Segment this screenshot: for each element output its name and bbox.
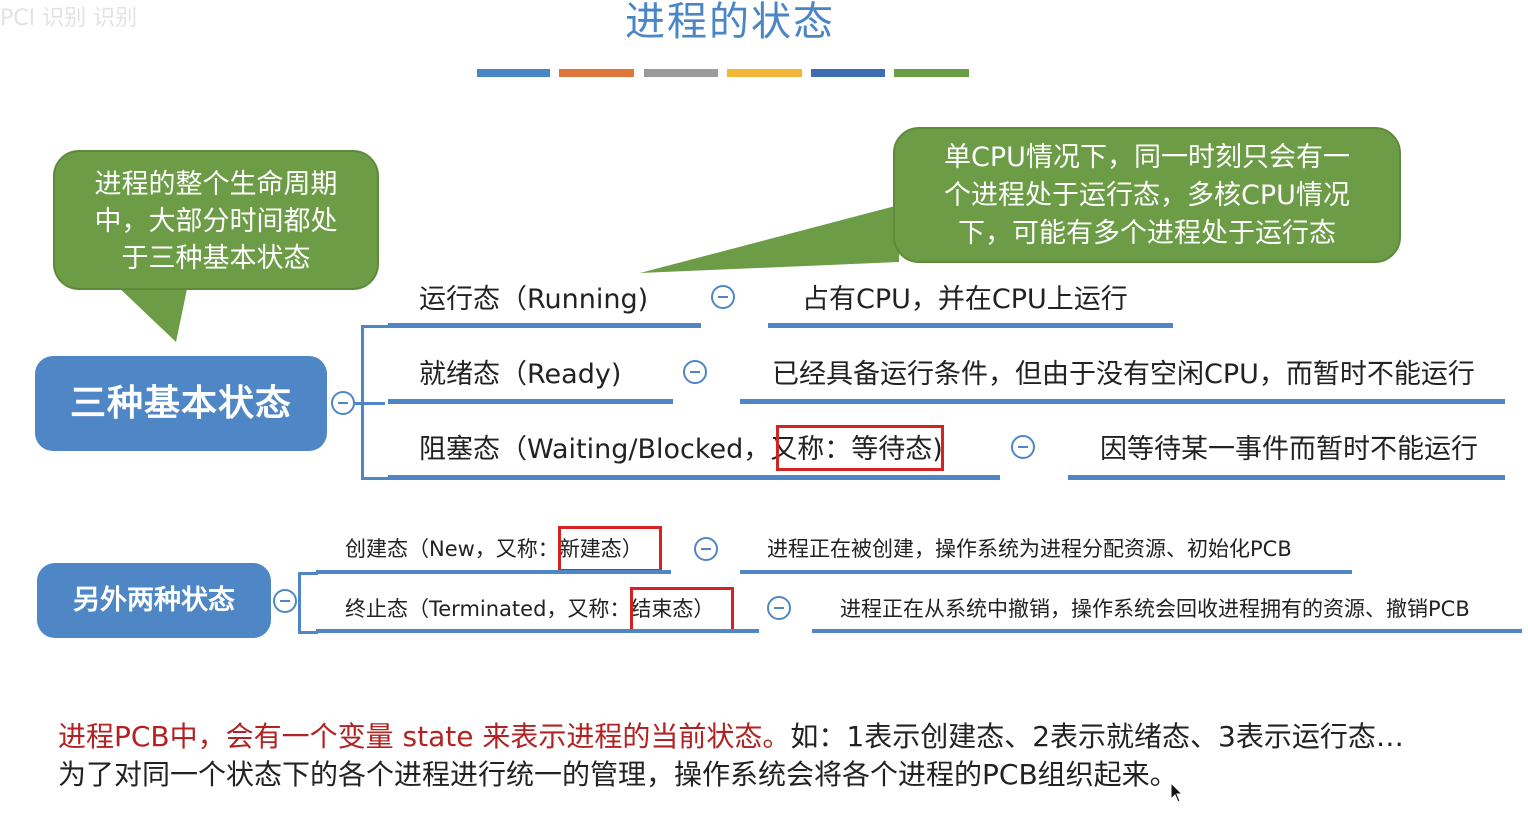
new-collapse-icon[interactable] bbox=[694, 537, 718, 561]
terminated-state-desc[interactable]: 进程正在从系统中撤销，操作系统会回收进程拥有的资源、撤销PCB bbox=[840, 597, 1470, 621]
waiting-alias-highlight-box bbox=[776, 425, 944, 471]
life-cycle-callout: 进程的整个生命周期 中，大部分时间都处 于三种基本状态 bbox=[53, 150, 379, 290]
running-state-desc[interactable]: 占有CPU，并在CPU上运行 bbox=[802, 284, 1128, 315]
new-alias-highlight-box bbox=[558, 526, 662, 572]
title-stripe-3 bbox=[644, 69, 718, 77]
pcb-state-note-example: 如：1表示创建态、2表示就绪态、3表示运行态… bbox=[790, 720, 1404, 753]
single-cpu-line-2: 个进程处于运行态，多核CPU情况 bbox=[944, 180, 1350, 211]
blocked-state-label[interactable]: 阻塞态（Waiting/Blocked，又称：等待态) bbox=[419, 433, 943, 467]
slide-title: 进程的状态 bbox=[625, 0, 835, 45]
title-stripe-6 bbox=[894, 69, 969, 77]
title-stripe-1 bbox=[477, 69, 550, 77]
ready-desc-underline bbox=[740, 399, 1505, 404]
title-stripe-4 bbox=[727, 69, 802, 77]
other-states-root[interactable]: 另外两种状态 bbox=[37, 563, 271, 638]
other-root-collapse-icon[interactable] bbox=[273, 589, 297, 613]
other-connector-branch-1 bbox=[298, 572, 318, 575]
pcb-state-note-highlight: 进程PCB中，会有一个变量 state 来表示进程的当前状态。 bbox=[58, 720, 791, 753]
basic-connector-branch-3 bbox=[361, 477, 391, 480]
single-cpu-pointer bbox=[640, 205, 899, 273]
running-state-label[interactable]: 运行态（Running) bbox=[419, 284, 649, 315]
single-cpu-line-3: 下，可能有多个进程处于运行态 bbox=[958, 218, 1336, 249]
ready-state-underline bbox=[388, 399, 673, 404]
single-cpu-callout: 单CPU情况下，同一时刻只会有一 个进程处于运行态，多核CPU情况 下，可能有多… bbox=[893, 127, 1401, 263]
blocked-label-alias: 又称：等待态 bbox=[770, 434, 933, 465]
other-connector-vertical bbox=[298, 572, 301, 634]
terminated-alias-highlight-box bbox=[630, 587, 734, 633]
life-cycle-line-3: 于三种基本状态 bbox=[121, 243, 311, 274]
life-cycle-pointer bbox=[115, 284, 188, 342]
new-label-main: 创建态（New，又称： bbox=[345, 537, 559, 561]
ready-state-desc[interactable]: 已经具备运行条件，但由于没有空闲CPU，而暂时不能运行 bbox=[772, 359, 1475, 390]
ready-collapse-icon[interactable] bbox=[683, 360, 707, 384]
watermark: PCI 识别 识别 bbox=[0, 6, 138, 28]
new-desc-underline bbox=[740, 570, 1352, 574]
life-cycle-line-1: 进程的整个生命周期 bbox=[94, 169, 338, 200]
basic-connector-vertical bbox=[361, 325, 364, 480]
mouse-cursor-icon bbox=[1170, 782, 1184, 803]
blocked-label-main: 阻塞态（Waiting/Blocked， bbox=[419, 434, 771, 465]
title-stripe-2 bbox=[559, 69, 634, 77]
blocked-state-underline bbox=[388, 475, 1000, 480]
terminated-desc-underline bbox=[812, 629, 1522, 633]
pcb-state-note-line-1: 进程PCB中，会有一个变量 state 来表示进程的当前状态。如：1表示创建态、… bbox=[58, 718, 1404, 756]
basic-connector-stub bbox=[355, 402, 385, 405]
life-cycle-line-2: 中，大部分时间都处 bbox=[94, 206, 338, 237]
pcb-state-note-line-2: 为了对同一个状态下的各个进程进行统一的管理，操作系统会将各个进程的PCB组织起来… bbox=[58, 758, 1178, 791]
running-desc-underline bbox=[768, 323, 1173, 328]
blocked-state-desc[interactable]: 因等待某一事件而暂时不能运行 bbox=[1100, 434, 1478, 465]
basic-states-root[interactable]: 三种基本状态 bbox=[35, 356, 327, 451]
terminated-label-main: 终止态（Terminated，又称： bbox=[345, 597, 631, 621]
blocked-label-close: ) bbox=[932, 434, 943, 465]
terminated-label-alias: 结束态） bbox=[630, 597, 715, 621]
running-state-underline bbox=[388, 323, 701, 328]
other-connector-branch-2 bbox=[298, 631, 318, 634]
terminated-state-underline bbox=[316, 629, 759, 633]
new-state-label[interactable]: 创建态（New，又称：新建态） bbox=[345, 535, 643, 563]
title-stripe-5 bbox=[811, 69, 885, 77]
basic-connector-branch-1 bbox=[361, 325, 391, 328]
new-state-desc[interactable]: 进程正在被创建，操作系统为进程分配资源、初始化PCB bbox=[767, 537, 1292, 561]
terminated-state-label[interactable]: 终止态（Terminated，又称：结束态） bbox=[345, 595, 714, 623]
single-cpu-line-1: 单CPU情况下，同一时刻只会有一 bbox=[944, 142, 1350, 173]
new-label-alias: 新建态） bbox=[558, 537, 643, 561]
running-collapse-icon[interactable] bbox=[711, 285, 735, 309]
basic-root-collapse-icon[interactable] bbox=[331, 391, 355, 415]
new-state-underline bbox=[316, 570, 671, 574]
blocked-desc-underline bbox=[1068, 475, 1505, 480]
ready-state-label[interactable]: 就绪态（Ready) bbox=[419, 359, 622, 390]
blocked-collapse-icon[interactable] bbox=[1011, 435, 1035, 459]
terminated-collapse-icon[interactable] bbox=[767, 596, 791, 620]
